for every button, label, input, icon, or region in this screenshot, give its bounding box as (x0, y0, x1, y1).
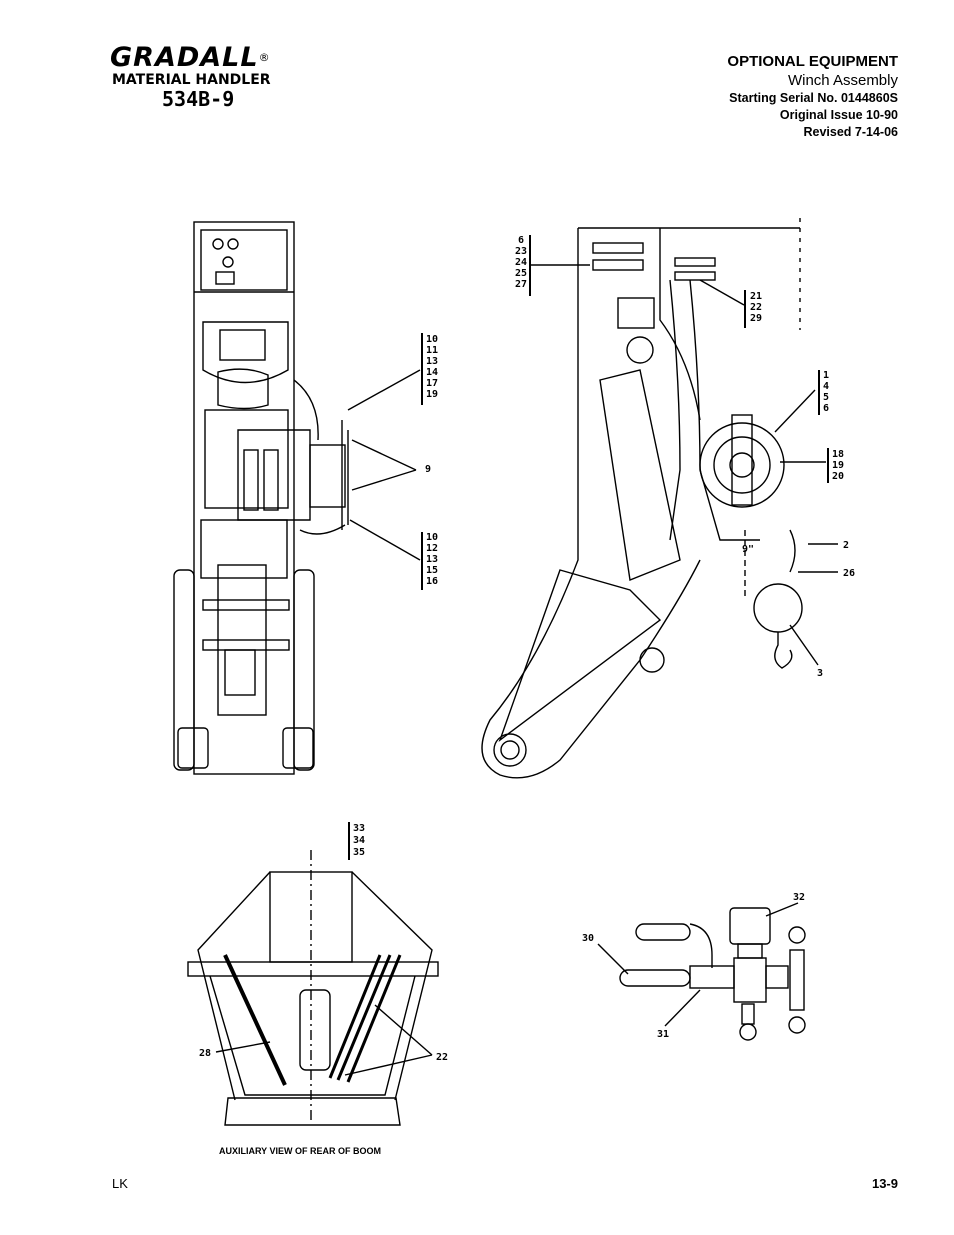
callout-side-right-mid-0: 18 (832, 449, 844, 460)
front-callouts (347, 333, 423, 590)
callout-side-mid-0: 21 (750, 291, 762, 302)
callout-rear-top-0: 33 (353, 823, 365, 834)
callout-front-upper-5: 19 (426, 389, 438, 400)
callout-side-right-upper-1: 4 (823, 381, 829, 392)
callout-front-lower-4: 16 (426, 576, 438, 587)
callout-side-mid-2: 29 (750, 313, 762, 324)
revised-date: Revised 7-14-06 (803, 125, 898, 139)
callout-side-hook-26: 26 (843, 568, 855, 579)
callout-front-lower-2: 13 (426, 554, 438, 565)
callout-front-upper-1: 11 (426, 345, 438, 356)
rear-callouts (215, 822, 433, 1076)
page-title: Winch Assembly (787, 72, 898, 89)
callout-side-left-4: 27 (515, 279, 527, 290)
callout-front-upper-3: 14 (426, 367, 438, 378)
footer-left: LK (112, 1176, 128, 1191)
callout-front-mid: 9 (425, 464, 431, 475)
callout-front-upper-2: 13 (426, 356, 438, 367)
callout-side-right-upper-2: 5 (823, 392, 829, 403)
callout-side-hook-2: 2 (843, 540, 849, 551)
callout-side-left-1: 23 (515, 246, 527, 257)
valve-detail (619, 907, 806, 1041)
page-number: 13-9 (871, 1176, 898, 1191)
logo-subtitle: MATERIAL HANDLER (112, 72, 271, 88)
callout-side-left-2: 24 (515, 257, 527, 268)
callout-rear-22: 22 (436, 1052, 448, 1063)
front-view (173, 221, 349, 775)
rear-view (187, 850, 439, 1126)
callout-side-left-3: 25 (515, 268, 527, 279)
original-issue: Original Issue 10-90 (779, 108, 898, 122)
callout-side-hook-3: 3 (817, 668, 823, 679)
callout-front-upper-4: 17 (426, 378, 438, 389)
callout-side-right-upper-0: 1 (823, 370, 829, 381)
callout-valve-30: 30 (582, 933, 594, 944)
callout-rear-top-2: 35 (353, 847, 365, 858)
side-view (481, 218, 803, 779)
valve-callouts (597, 902, 799, 1027)
callout-front-lower-0: 10 (426, 532, 438, 543)
callout-rear-top-1: 34 (353, 835, 365, 846)
callout-rear-28: 28 (199, 1048, 211, 1059)
callout-side-mid-1: 22 (750, 302, 762, 313)
section-title: OPTIONAL EQUIPMENT (727, 53, 898, 70)
callout-valve-31: 31 (657, 1029, 669, 1040)
page-header: OPTIONAL EQUIPMENT Winch Assembly Starti… (727, 52, 898, 141)
callout-front-lower-1: 12 (426, 543, 438, 554)
callout-side-right-upper-3: 6 (823, 403, 829, 414)
side-callouts (529, 235, 838, 666)
callout-valve-32: 32 (793, 892, 805, 903)
callout-front-lower-3: 15 (426, 565, 438, 576)
callout-front-upper-0: 10 (426, 334, 438, 345)
gradall-logo: GRADALL® MATERIAL HANDLER 534B-9 (110, 42, 271, 111)
serial-number: Starting Serial No. 0144860S (729, 91, 898, 105)
logo-model: 534B-9 (162, 87, 235, 111)
rear-view-caption: AUXILIARY VIEW OF REAR OF BOOM (219, 1146, 382, 1156)
callout-side-right-mid-1: 19 (832, 460, 844, 471)
callout-side-left-0: 6 (518, 235, 524, 246)
callout-side-dimension: 9" (742, 544, 754, 555)
logo-brand: GRADALL® (110, 42, 271, 73)
callout-side-right-mid-2: 20 (832, 471, 844, 482)
